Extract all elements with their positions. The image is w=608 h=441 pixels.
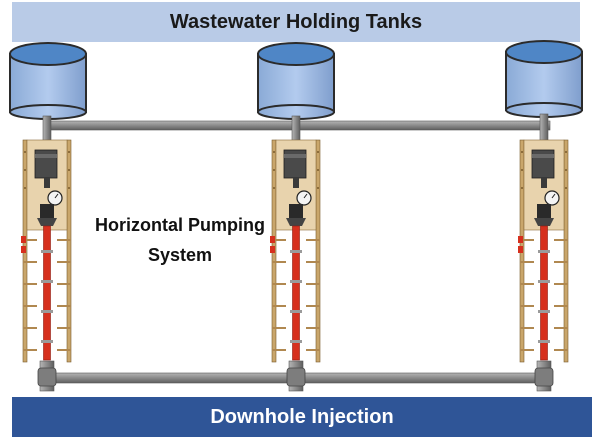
center-label-line2: System bbox=[147, 245, 213, 265]
footer-banner: Downhole Injection bbox=[12, 397, 592, 437]
tank-left bbox=[9, 42, 87, 120]
tank-middle bbox=[257, 42, 335, 120]
center-label-line1: Horizontal Pumping bbox=[95, 215, 265, 235]
header-label: Wastewater Holding Tanks bbox=[169, 10, 423, 33]
tank-right bbox=[505, 40, 583, 118]
pump-unit-left bbox=[20, 139, 72, 363]
bottom-manifold-pipe bbox=[37, 360, 554, 392]
pump-unit-right bbox=[517, 139, 569, 363]
footer-label: Downhole Injection bbox=[210, 405, 394, 428]
center-label: Horizontal Pumping System bbox=[70, 210, 290, 270]
top-manifold-pipe bbox=[42, 113, 551, 143]
header-banner: Wastewater Holding Tanks bbox=[12, 2, 580, 42]
